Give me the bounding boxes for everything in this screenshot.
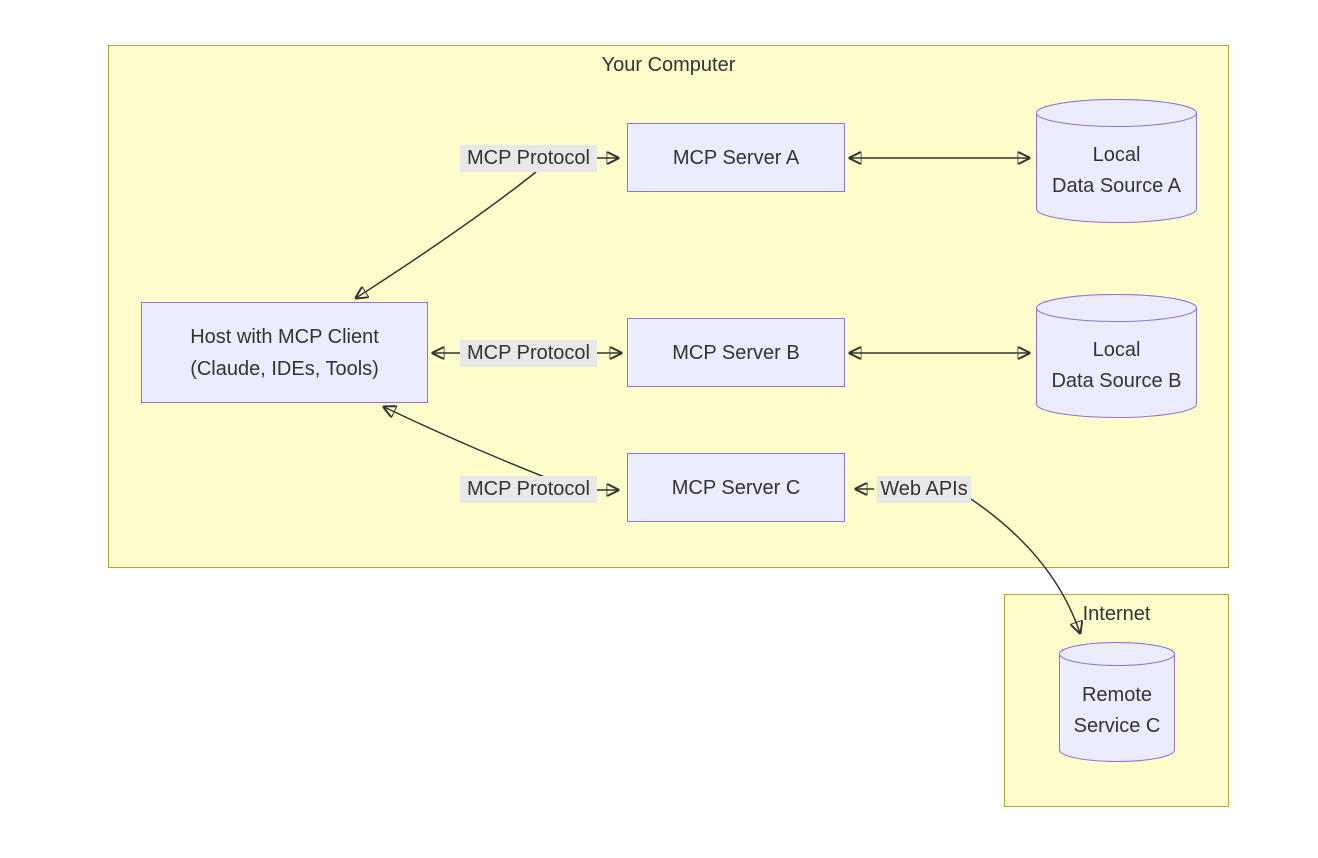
node-mcp-server-a-label: MCP Server A (672, 146, 800, 169)
node-local-data-source-b-line-1: Local (1092, 339, 1141, 361)
node-local-data-source-b: Local Data Source B (1036, 294, 1197, 418)
group-your-computer-title: Your Computer (601, 54, 736, 76)
node-host-with-mcp-client: Host with MCP Client (Claude, IDEs, Tool… (141, 302, 428, 403)
edge-label-mcp-protocol-b: MCP Protocol (460, 340, 597, 367)
node-mcp-server-c: MCP Server C (627, 453, 845, 522)
database-cylinder-icon (1036, 99, 1197, 223)
node-mcp-server-b: MCP Server B (627, 318, 845, 387)
edge-label-mcp-protocol-c: MCP Protocol (460, 476, 597, 503)
node-local-data-source-a-line-1: Local (1092, 144, 1141, 166)
edge-label-web-apis: Web APIs (877, 476, 971, 503)
node-mcp-server-a: MCP Server A (627, 123, 845, 192)
node-local-data-source-b-line-2: Data Source B (1051, 370, 1182, 392)
database-cylinder-icon (1036, 294, 1197, 418)
node-mcp-server-c-label: MCP Server C (671, 476, 801, 499)
node-remote-service-c: Remote Service C (1059, 642, 1175, 763)
group-internet-title: Internet (1082, 603, 1151, 625)
node-remote-service-c-line-2: Service C (1073, 714, 1161, 737)
edge-label-mcp-protocol-a: MCP Protocol (460, 145, 597, 172)
node-host-line-1: Host with MCP Client (190, 325, 379, 348)
node-mcp-server-b-label: MCP Server B (672, 341, 800, 364)
node-remote-service-c-line-1: Remote (1081, 683, 1153, 706)
node-host-line-2: (Claude, IDEs, Tools) (190, 357, 379, 380)
node-local-data-source-a: Local Data Source A (1036, 99, 1197, 223)
database-cylinder-icon (1059, 642, 1175, 762)
node-local-data-source-a-line-2: Data Source A (1052, 175, 1181, 197)
